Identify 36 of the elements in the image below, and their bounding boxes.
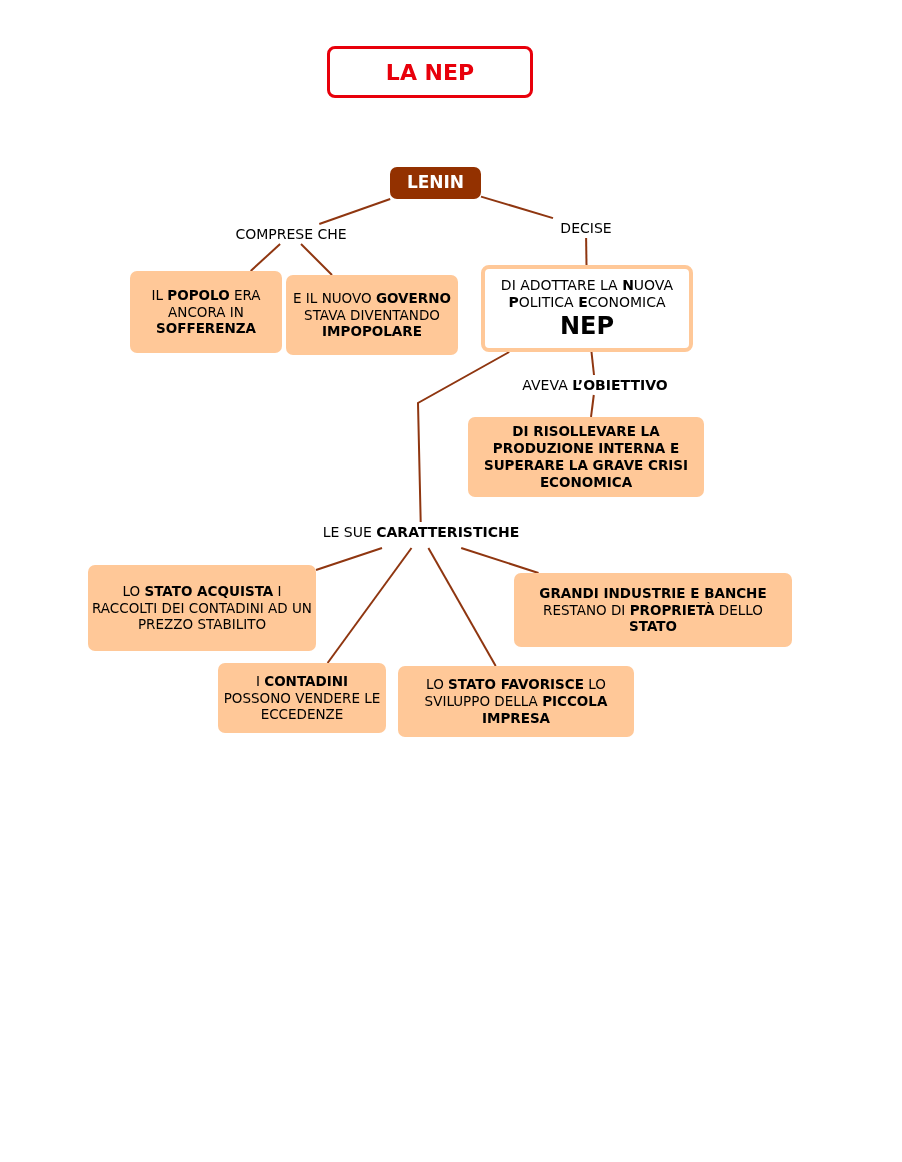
- title-box: LA NEP: [327, 46, 533, 98]
- concept-heading: NEP: [559, 311, 615, 341]
- connector-line: [300, 243, 333, 276]
- concept-text: IL POPOLO ERA ANCORA IN SOFFERENZA: [150, 286, 262, 338]
- connector-line: [326, 547, 413, 664]
- concept-text: DI ADOTTARE LA NUOVA POLITICA ECONOMICA: [499, 276, 675, 312]
- concept-title: LENIN: [406, 172, 465, 194]
- concept-box: [468, 417, 704, 497]
- connector-line: [417, 351, 511, 523]
- linking-phrase: COMPRESE CHE: [222, 224, 360, 246]
- concept-text: DI RISOLLEVARE LA PRODUZIONE INTERNA E SUPERARE LA GRAVE CRISI ECONOMICA: [482, 423, 690, 491]
- concept-box: [286, 275, 458, 355]
- concept-box: [218, 663, 386, 733]
- linking-phrase: AVEVA L’OBIETTIVO: [495, 375, 695, 397]
- concept-text: LO STATO ACQUISTA I RACCOLTI DEI CONTADINI AD UN PREZZO STABILITO: [92, 582, 312, 634]
- concept-box: [88, 565, 316, 651]
- concept-box: [481, 265, 693, 352]
- connector-line: [427, 547, 497, 667]
- connector-line: [480, 195, 554, 220]
- concept-box: [398, 666, 634, 737]
- connector-line: [585, 237, 588, 266]
- concept-box: [390, 167, 481, 199]
- concept-box: [130, 271, 282, 353]
- connector-line: [590, 351, 595, 376]
- linking-phrase: LE SUE CARATTERISTICHE: [266, 522, 576, 548]
- linking-phrase: DECISE: [553, 218, 619, 240]
- concept-text: E IL NUOVO GOVERNO STAVA DIVENTANDO IMPOPOLARE: [292, 289, 452, 341]
- connector-line: [460, 547, 540, 574]
- concept-text: LO STATO FAVORISCE LO SVILUPPO DELLA PICCOLA IMPRESA: [423, 676, 609, 727]
- concept-text: GRANDI INDUSTRIE E BANCHE RESTANO DI PROPRIETÀ DELLO STATO: [538, 584, 768, 636]
- connector-line: [315, 547, 383, 571]
- concept-text: I CONTADINI POSSONO VENDERE LE ECCEDENZE: [222, 672, 382, 724]
- connector-line: [249, 243, 282, 272]
- connector-line: [590, 394, 595, 418]
- connector-line: [318, 198, 392, 225]
- concept-box: [514, 573, 792, 647]
